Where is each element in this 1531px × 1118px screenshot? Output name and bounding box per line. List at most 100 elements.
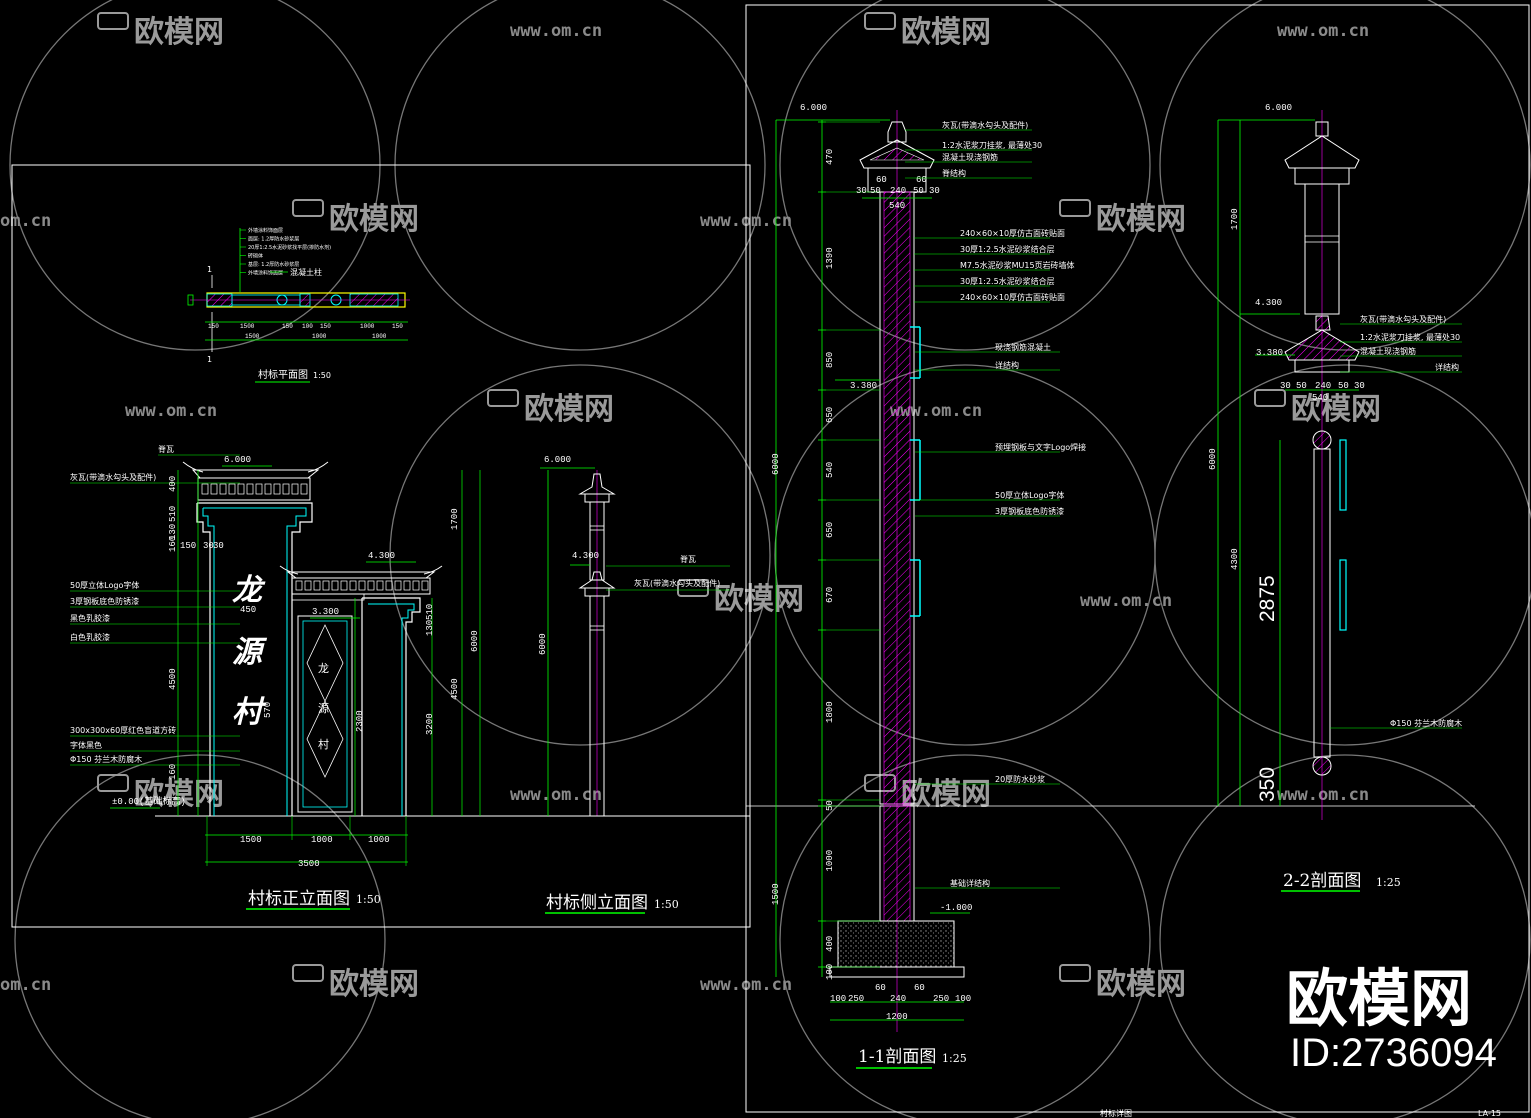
watermark-brand-text: 欧模网	[329, 202, 419, 237]
annotation-label: 混凝土现浇钢筋	[942, 152, 998, 162]
roof-tile	[291, 483, 299, 495]
roof-tile	[273, 483, 281, 495]
plan-dim-top: 1500	[240, 323, 255, 330]
s2-elev-low: 3.380	[1256, 348, 1283, 358]
roof-tile	[358, 580, 366, 591]
plan-note: 基层: 1.2厚防水砂浆层	[248, 261, 299, 268]
s1-scale: 1:25	[942, 1052, 967, 1065]
plan-note: 砖砌体	[248, 253, 263, 260]
s2-vdim-3: 6000	[1208, 448, 1218, 470]
annotation-label: 240×60×10厚仿古面砖贴面	[960, 292, 1065, 302]
roof-tile	[237, 483, 245, 495]
s1-vdim: 470	[825, 149, 835, 165]
plan-dim-bottom: 1000	[312, 333, 327, 340]
s2-title: 2-2剖面图	[1283, 871, 1361, 891]
roof-tile	[228, 483, 236, 495]
left-sheet-frame	[11, 164, 751, 928]
inscription-char-2: 源	[232, 635, 268, 670]
sofa-logo-icon	[1059, 964, 1091, 982]
roof-tile	[255, 483, 263, 495]
s1-bottom-width: 1200	[886, 1012, 908, 1022]
s2-vdim-1: 1700	[1230, 208, 1240, 230]
plan-note: 面层: 1.2厚防水砂浆层	[248, 236, 299, 243]
roof-tile	[340, 580, 348, 591]
plan-dim-top: 150	[320, 323, 331, 330]
annotation-label: 混凝土现浇钢筋	[1360, 346, 1416, 356]
s2-top-width: 540	[1312, 393, 1328, 403]
front-label: 3厚钢板底色防锈漆	[70, 596, 139, 606]
roof-tile	[376, 580, 384, 591]
watermark-brand: 欧模网	[292, 199, 419, 237]
roof-tile	[349, 580, 357, 591]
watermark-url-cropped: om.cn	[0, 211, 51, 231]
watermark-url: www.om.cn	[890, 401, 982, 421]
side-scale: 1:50	[654, 898, 679, 911]
annotation-label: 脊结构	[942, 168, 966, 178]
annotation-label: M7.5水泥砂浆MU15页岩砖墙体	[960, 260, 1075, 270]
s1-bottom-dim: 250	[848, 994, 864, 1004]
sofa-logo-icon	[97, 12, 129, 30]
annotation-label: 现浇钢筋混凝土	[995, 342, 1051, 352]
sofa-logo-icon	[1254, 389, 1286, 407]
s1-elev-top: 6.000	[800, 103, 827, 113]
plan-dim-top: 150	[282, 323, 293, 330]
plan-label-right: 混凝土柱	[290, 267, 322, 277]
watermark-url: www.om.cn	[1277, 785, 1369, 805]
roof-tile	[282, 483, 290, 495]
s2-top-dim: 30	[1354, 381, 1365, 391]
annotation-label: 详结构	[1435, 362, 1459, 372]
section1-vertical-dims: 4701390850650540650670180050100040010060…	[771, 121, 880, 980]
watermark-brand-text: 欧模网	[714, 582, 804, 617]
door-char-3: 村	[318, 737, 329, 751]
front-dim-bottom-2: 1000	[311, 835, 333, 845]
sofa-logo-icon	[1059, 199, 1091, 217]
side-dim-height: 6000	[538, 633, 548, 655]
watermark-brand: 欧模网	[487, 389, 614, 427]
front-label: 黑色乳胶漆	[70, 613, 110, 623]
s1-bottom-dim: 240	[890, 994, 906, 1004]
watermark-brand: 欧模网	[1059, 199, 1186, 237]
annotation-label: 30厚1:2.5水泥砂浆结合层	[960, 244, 1055, 254]
watermark-brand-text: 欧模网	[1096, 967, 1186, 1002]
watermark-url: www.om.cn	[125, 401, 217, 421]
plan-scale: 1:50	[313, 371, 331, 380]
roof-tile	[403, 580, 411, 591]
front-dim-text: 4500	[450, 678, 460, 700]
plan-dim-top: 150	[208, 323, 219, 330]
roof-tile	[421, 580, 429, 591]
roof-tile	[201, 483, 209, 495]
s1-bottom-dim: 60	[914, 983, 925, 993]
front-vdim-text: 160	[168, 536, 178, 552]
s1-top-dim: 50	[870, 186, 881, 196]
s1-vdim: 850	[825, 352, 835, 368]
s1-elev-bottom: -1.000	[940, 903, 972, 913]
elevation-tag: 4.300	[368, 551, 395, 561]
roof-tile	[300, 483, 308, 495]
watermark-brand-text: 欧模网	[134, 15, 224, 50]
s1-vdim: 400	[825, 936, 835, 952]
sofa-logo-icon	[292, 964, 324, 982]
right-sheet-frame	[745, 4, 1530, 1113]
watermark-brand-text: 欧模网	[329, 967, 419, 1002]
front-roof-tiles	[201, 483, 308, 495]
front-dim-total: 3500	[298, 859, 320, 869]
plan-section-mark-bottom: 1	[207, 355, 212, 364]
s2-elev-mid: 4.300	[1255, 298, 1282, 308]
side-elevation: 6.000 4.300 6000 脊瓦 灰瓦(带滴水勾头及配件) 村标侧立面图 …	[538, 455, 730, 914]
s2-top-dim: 30	[1280, 381, 1291, 391]
sofa-logo-icon	[97, 774, 129, 792]
annotation-label: 3厚钢板底色防锈漆	[995, 506, 1064, 516]
side-label-1: 脊瓦	[680, 554, 696, 564]
front-dim-bottom-1: 1500	[240, 835, 262, 845]
front-scale: 1:50	[356, 893, 381, 906]
watermark-brand-text: 欧模网	[134, 777, 224, 812]
front-door-roof-tiles	[295, 580, 429, 591]
s1-bottom-dim: 250	[933, 994, 949, 1004]
s1-vdim: 540	[825, 462, 835, 478]
